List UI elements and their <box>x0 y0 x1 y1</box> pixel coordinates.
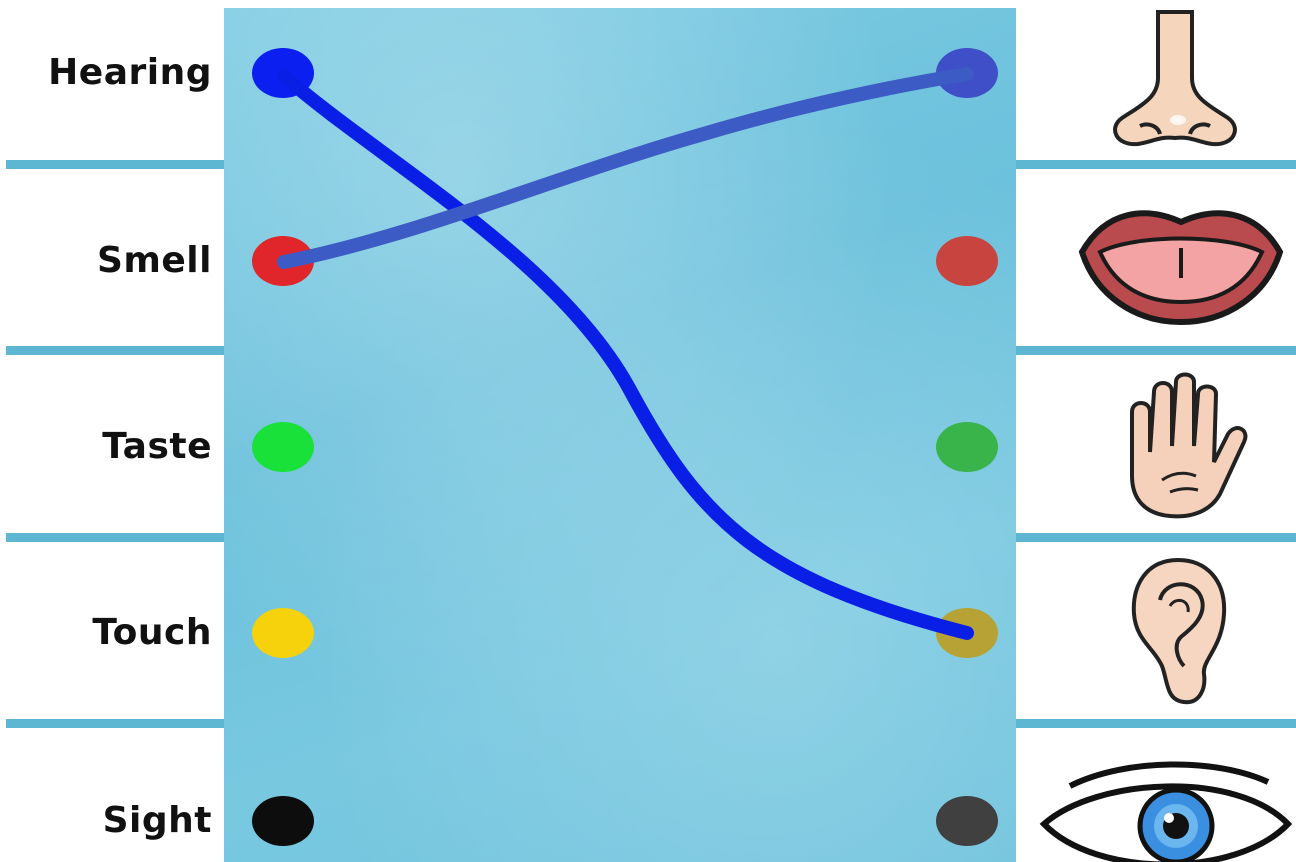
row-separator <box>6 346 224 355</box>
row-separator <box>6 719 224 728</box>
left-dot-taste[interactable] <box>252 422 314 472</box>
right-dot-eye[interactable] <box>936 796 998 846</box>
ear-icon <box>1126 556 1230 706</box>
matching-board <box>224 8 1016 862</box>
eye-icon <box>1036 760 1296 862</box>
left-dot-hearing[interactable] <box>252 48 314 98</box>
sense-label-touch: Touch <box>0 612 222 653</box>
sense-label-sight: Sight <box>0 800 222 841</box>
nose-icon <box>1100 8 1250 158</box>
row-separator <box>6 160 224 169</box>
row-separator <box>6 533 224 542</box>
sense-label-taste: Taste <box>0 426 222 467</box>
left-dot-touch[interactable] <box>252 608 314 658</box>
mouth-icon <box>1076 196 1286 328</box>
right-dot-hand[interactable] <box>936 422 998 472</box>
row-separator <box>1016 719 1296 728</box>
row-separator <box>1016 533 1296 542</box>
right-dot-mouth[interactable] <box>936 236 998 286</box>
right-dot-nose[interactable] <box>936 48 998 98</box>
row-separator <box>1016 346 1296 355</box>
row-separator <box>1016 160 1296 169</box>
left-dot-smell[interactable] <box>252 236 314 286</box>
sense-label-hearing: Hearing <box>0 52 222 93</box>
right-dot-ear[interactable] <box>936 608 998 658</box>
hand-icon <box>1110 372 1250 522</box>
left-dot-sight[interactable] <box>252 796 314 846</box>
sense-label-smell: Smell <box>0 240 222 281</box>
